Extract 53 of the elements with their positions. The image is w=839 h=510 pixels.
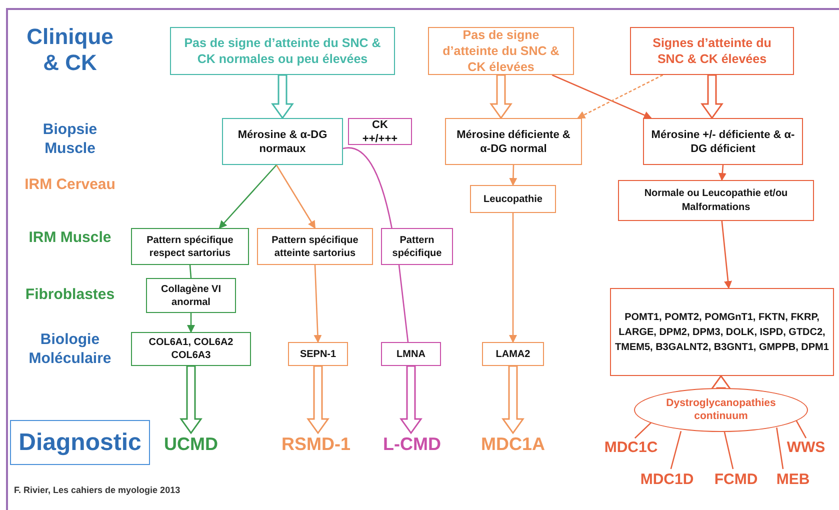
arrow <box>218 164 277 229</box>
ck-box: CK ++/+++ <box>348 118 412 145</box>
hollow-arrow <box>306 365 330 434</box>
arrow <box>187 313 195 333</box>
diagnosis-label: MDC1A <box>470 433 556 455</box>
gene-box: SEPN-1 <box>288 342 348 366</box>
hollow-arrow <box>271 74 294 120</box>
arrow <box>552 74 652 119</box>
mri-box: Pattern spécifique <box>381 228 453 265</box>
arrow <box>721 220 732 289</box>
mri-box: Normale ou Leucopathie et/ou Malformations <box>618 180 814 221</box>
criteria-box: Pas de signe d’atteinte du SNC & CK élevées <box>428 27 574 75</box>
row-heading: Biopsie Muscle <box>42 120 98 158</box>
criteria-box: Pas de signe d’atteinte du SNC & CK normales ou peu élevées <box>170 27 395 75</box>
gene-box: LMNA <box>381 342 441 366</box>
diagnosis-label: MDC1D <box>628 469 706 491</box>
arrow <box>577 74 664 119</box>
diagnosis-label: RSMD-1 <box>270 433 362 455</box>
ellipse: Dystroglycanopathies continuum <box>634 388 808 432</box>
hollow-arrow <box>400 365 422 434</box>
biopsy-box: Mérosine +/- déficiente & α-DG déficient <box>643 118 803 165</box>
arrow <box>509 213 517 343</box>
biopsy-box: Mérosine & α-DG normaux <box>222 118 343 165</box>
diagnosis-label: FCMD <box>706 469 766 491</box>
mri-box: Pattern spécifique atteinte sartorius <box>257 228 373 265</box>
arrow <box>276 164 316 229</box>
hollow-arrow <box>700 74 724 120</box>
criteria-box: Signes d’atteinte du SNC & CK élevées <box>630 27 794 75</box>
arrow <box>314 264 322 343</box>
row-heading: Fibroblastes <box>24 285 116 304</box>
diagnosis-label: MEB <box>768 469 818 491</box>
diagnosis-label: UCMD <box>158 433 224 455</box>
row-heading: IRM Cerveau <box>24 175 116 194</box>
row-heading: IRM Muscle <box>28 228 112 247</box>
arrow <box>718 164 726 181</box>
gene-box: POMT1, POMT2, POMGnT1, FKTN, FKRP, LARGE, DPM2, DPM3, DOLK, ISPD, GTDC2, TMEM5, B3GALNT2, B3GNT1, GMPPB, DPM1 <box>610 288 834 376</box>
mri-box: Pattern spécifique respect sartorius <box>131 228 249 265</box>
hollow-arrow <box>180 365 202 434</box>
diagnosis-label: WWS <box>778 437 834 459</box>
row-heading: Clinique & CK <box>26 24 114 76</box>
source-note: F. Rivier, Les cahiers de myologie 2013 <box>14 484 182 496</box>
hollow-arrow <box>502 365 524 434</box>
diagnostic-box: Diagnostic <box>10 420 150 465</box>
arrow <box>509 164 518 186</box>
fibroblast-box: Collagène VI anormal <box>146 278 236 313</box>
gene-box: COL6A1, COL6A2 COL6A3 <box>131 332 251 366</box>
row-heading: Biologie Moléculaire <box>28 330 112 368</box>
diagnosis-label: MDC1C <box>592 437 670 459</box>
biopsy-box: Mérosine déficiente & α-DG normal <box>445 118 582 165</box>
gene-box: LAMA2 <box>482 342 544 366</box>
diagnosis-label: L-CMD <box>373 433 451 455</box>
hollow-arrow <box>490 74 512 120</box>
mri-box: Leucopathie <box>470 185 556 213</box>
